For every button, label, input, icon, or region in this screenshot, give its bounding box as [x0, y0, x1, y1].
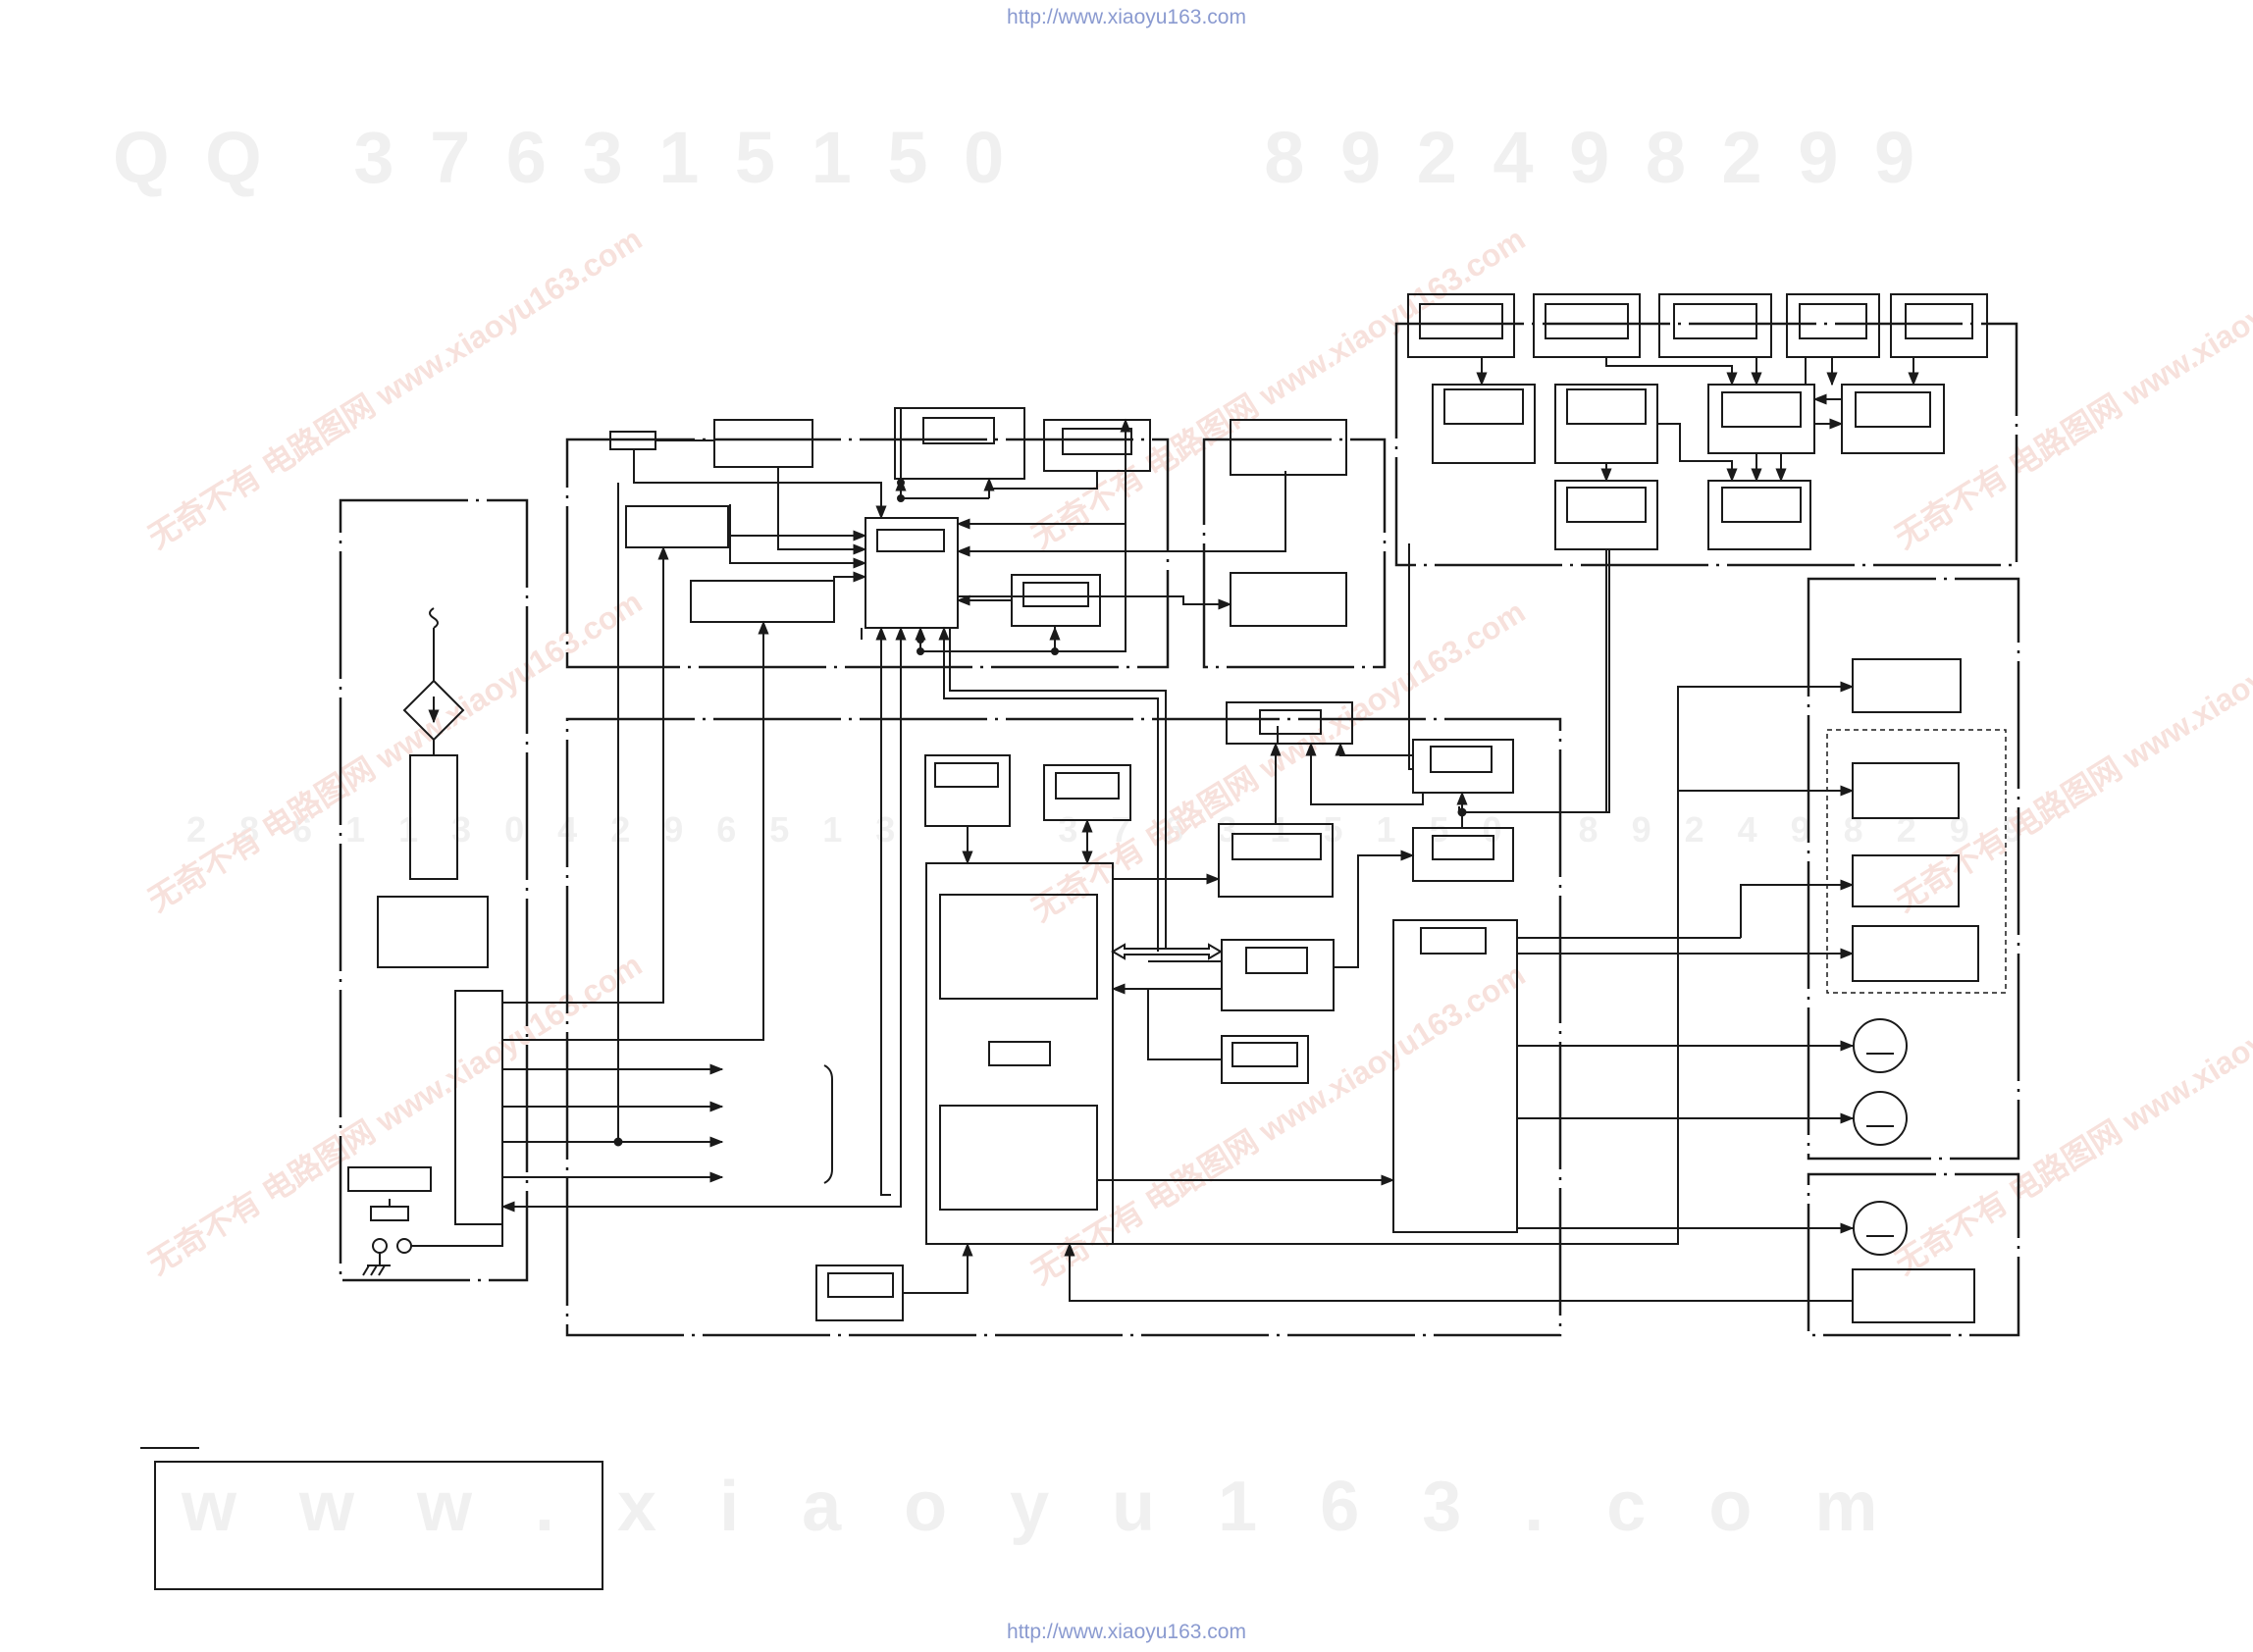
- block-inner: [1062, 428, 1132, 455]
- block-inner: [1799, 303, 1867, 339]
- block-inner: [1231, 833, 1322, 860]
- power-board-outline: [1202, 438, 1387, 669]
- connector-strip: [454, 990, 503, 1225]
- block: [1658, 293, 1772, 358]
- block: [1852, 658, 1962, 713]
- connector-signal-lines: [500, 483, 879, 1213]
- block-inner: [1022, 582, 1089, 607]
- block: [1707, 384, 1815, 454]
- mechanism-board-outline: [1807, 577, 2020, 1161]
- block-inner: [1259, 709, 1322, 735]
- jack-board-outline: [339, 498, 529, 1282]
- block: [409, 754, 458, 880]
- stamp-watermark: 无奇不有 电路图网 www.xiaoyu163.com: [142, 584, 649, 918]
- block-inner: [1432, 835, 1494, 860]
- block: [1707, 480, 1811, 550]
- motor-symbol: [1853, 1091, 1908, 1146]
- block-inner: [876, 529, 945, 552]
- header-url[interactable]: http://www.xiaoyu163.com: [1007, 6, 1246, 28]
- power-blocks: [1230, 419, 1347, 627]
- block-inner: [1419, 303, 1503, 339]
- block-inner: [1566, 487, 1647, 523]
- dsp-ic-label-box: [988, 1041, 1051, 1066]
- jack-board-items: [347, 607, 503, 1276]
- block: [1852, 854, 1960, 907]
- block: [894, 407, 1025, 480]
- stamp-watermark: 无奇不有 电路图网 www.xiaoyu163.com: [1889, 947, 2253, 1281]
- dsp-ic: [925, 862, 1114, 1245]
- watermark-bottom-row: w w w . x i a o y u 1 6 3 . c o m: [182, 1468, 1900, 1546]
- data-bus-arrow: [1111, 943, 1223, 960]
- block-inner: [1055, 772, 1120, 800]
- block: [1533, 293, 1641, 358]
- stamp-watermark: 无奇不有 电路图网 www.xiaoyu163.com: [1025, 956, 1532, 1291]
- stamp-watermark: 无奇不有 电路图网 www.xiaoyu163.com: [1025, 594, 1532, 928]
- top-right-blocks: [1407, 293, 1988, 550]
- stamp-watermark: 无奇不有 电路图网 www.xiaoyu163.com: [142, 221, 649, 555]
- dotted-sensor-group: [1826, 729, 2007, 994]
- block-inner: [1430, 746, 1493, 773]
- block-inner: [1905, 303, 1973, 339]
- main-lower-connections: [903, 543, 1855, 1302]
- block: [1852, 925, 1979, 982]
- block: [1412, 739, 1514, 794]
- watermark-top-row: Q Q 3 7 6 3 1 5 1 5 0 8 9 2 4 9 8 2 9 9: [113, 117, 1923, 198]
- stamp-watermark: 无奇不有 电路图网 www.xiaoyu163.com: [1025, 221, 1532, 555]
- block-inner: [922, 417, 995, 444]
- motor-symbol: [1853, 1018, 1908, 1073]
- main-board-upper-outline: [565, 438, 1170, 669]
- block: [1890, 293, 1988, 358]
- switch-symbol: [370, 1206, 409, 1221]
- block: [1852, 762, 1960, 819]
- block: [713, 419, 813, 468]
- block-inner: [934, 762, 999, 788]
- block-inner: [1443, 388, 1524, 425]
- block: [1226, 701, 1353, 745]
- main-board-lower-outline: [565, 717, 1562, 1337]
- block: [1841, 384, 1945, 454]
- top-right-connections: [1458, 357, 1919, 813]
- main-upper-connections: [633, 408, 1286, 1208]
- block-inner: [1566, 388, 1647, 425]
- block: [377, 896, 489, 968]
- block: [1230, 419, 1347, 476]
- dsp-ic-section: [939, 894, 1098, 1000]
- stamp-watermark: 无奇不有 电路图网 www.xiaoyu163.com: [1889, 584, 2253, 918]
- block-inner: [1545, 303, 1629, 339]
- board-outlines: [339, 322, 2020, 1337]
- block-inner: [1855, 391, 1931, 428]
- legend: [140, 1447, 603, 1590]
- block: [690, 580, 835, 623]
- block-inner: [1673, 303, 1757, 339]
- legend-box: [154, 1461, 603, 1590]
- block-inner: [1721, 391, 1802, 428]
- stamp-watermarks: 无奇不有 电路图网 www.xiaoyu163.com 无奇不有 电路图网 ww…: [142, 221, 2253, 1291]
- block: [625, 505, 729, 548]
- top-right-board-outline: [1394, 322, 2018, 567]
- block: [1230, 572, 1347, 627]
- footer-url[interactable]: http://www.xiaoyu163.com: [1007, 1621, 1246, 1643]
- block-inner: [827, 1272, 894, 1298]
- jack-terminal: [372, 1238, 388, 1254]
- jack-terminal: [396, 1238, 412, 1254]
- motor-symbol: [1853, 1201, 1908, 1256]
- driver-ic-label-box: [1420, 927, 1487, 955]
- block: [1554, 480, 1658, 550]
- stamp-watermark: 无奇不有 电路图网 www.xiaoyu163.com: [142, 947, 649, 1281]
- block: [1407, 293, 1515, 358]
- dsp-ic-section: [939, 1105, 1098, 1211]
- block-inner: [1231, 1042, 1298, 1067]
- block-inner: [1245, 947, 1308, 974]
- block: [1852, 1268, 1975, 1323]
- antenna-symbol: [429, 607, 439, 629]
- mechanism-blocks: [1852, 658, 1979, 1323]
- motor-board-outline: [1807, 1172, 2020, 1337]
- brace-symbol: [823, 1064, 833, 1184]
- driver-ic: [1392, 919, 1518, 1233]
- block-inner: [1721, 487, 1802, 523]
- block: [1221, 939, 1335, 1011]
- small-label-box: [347, 1166, 432, 1192]
